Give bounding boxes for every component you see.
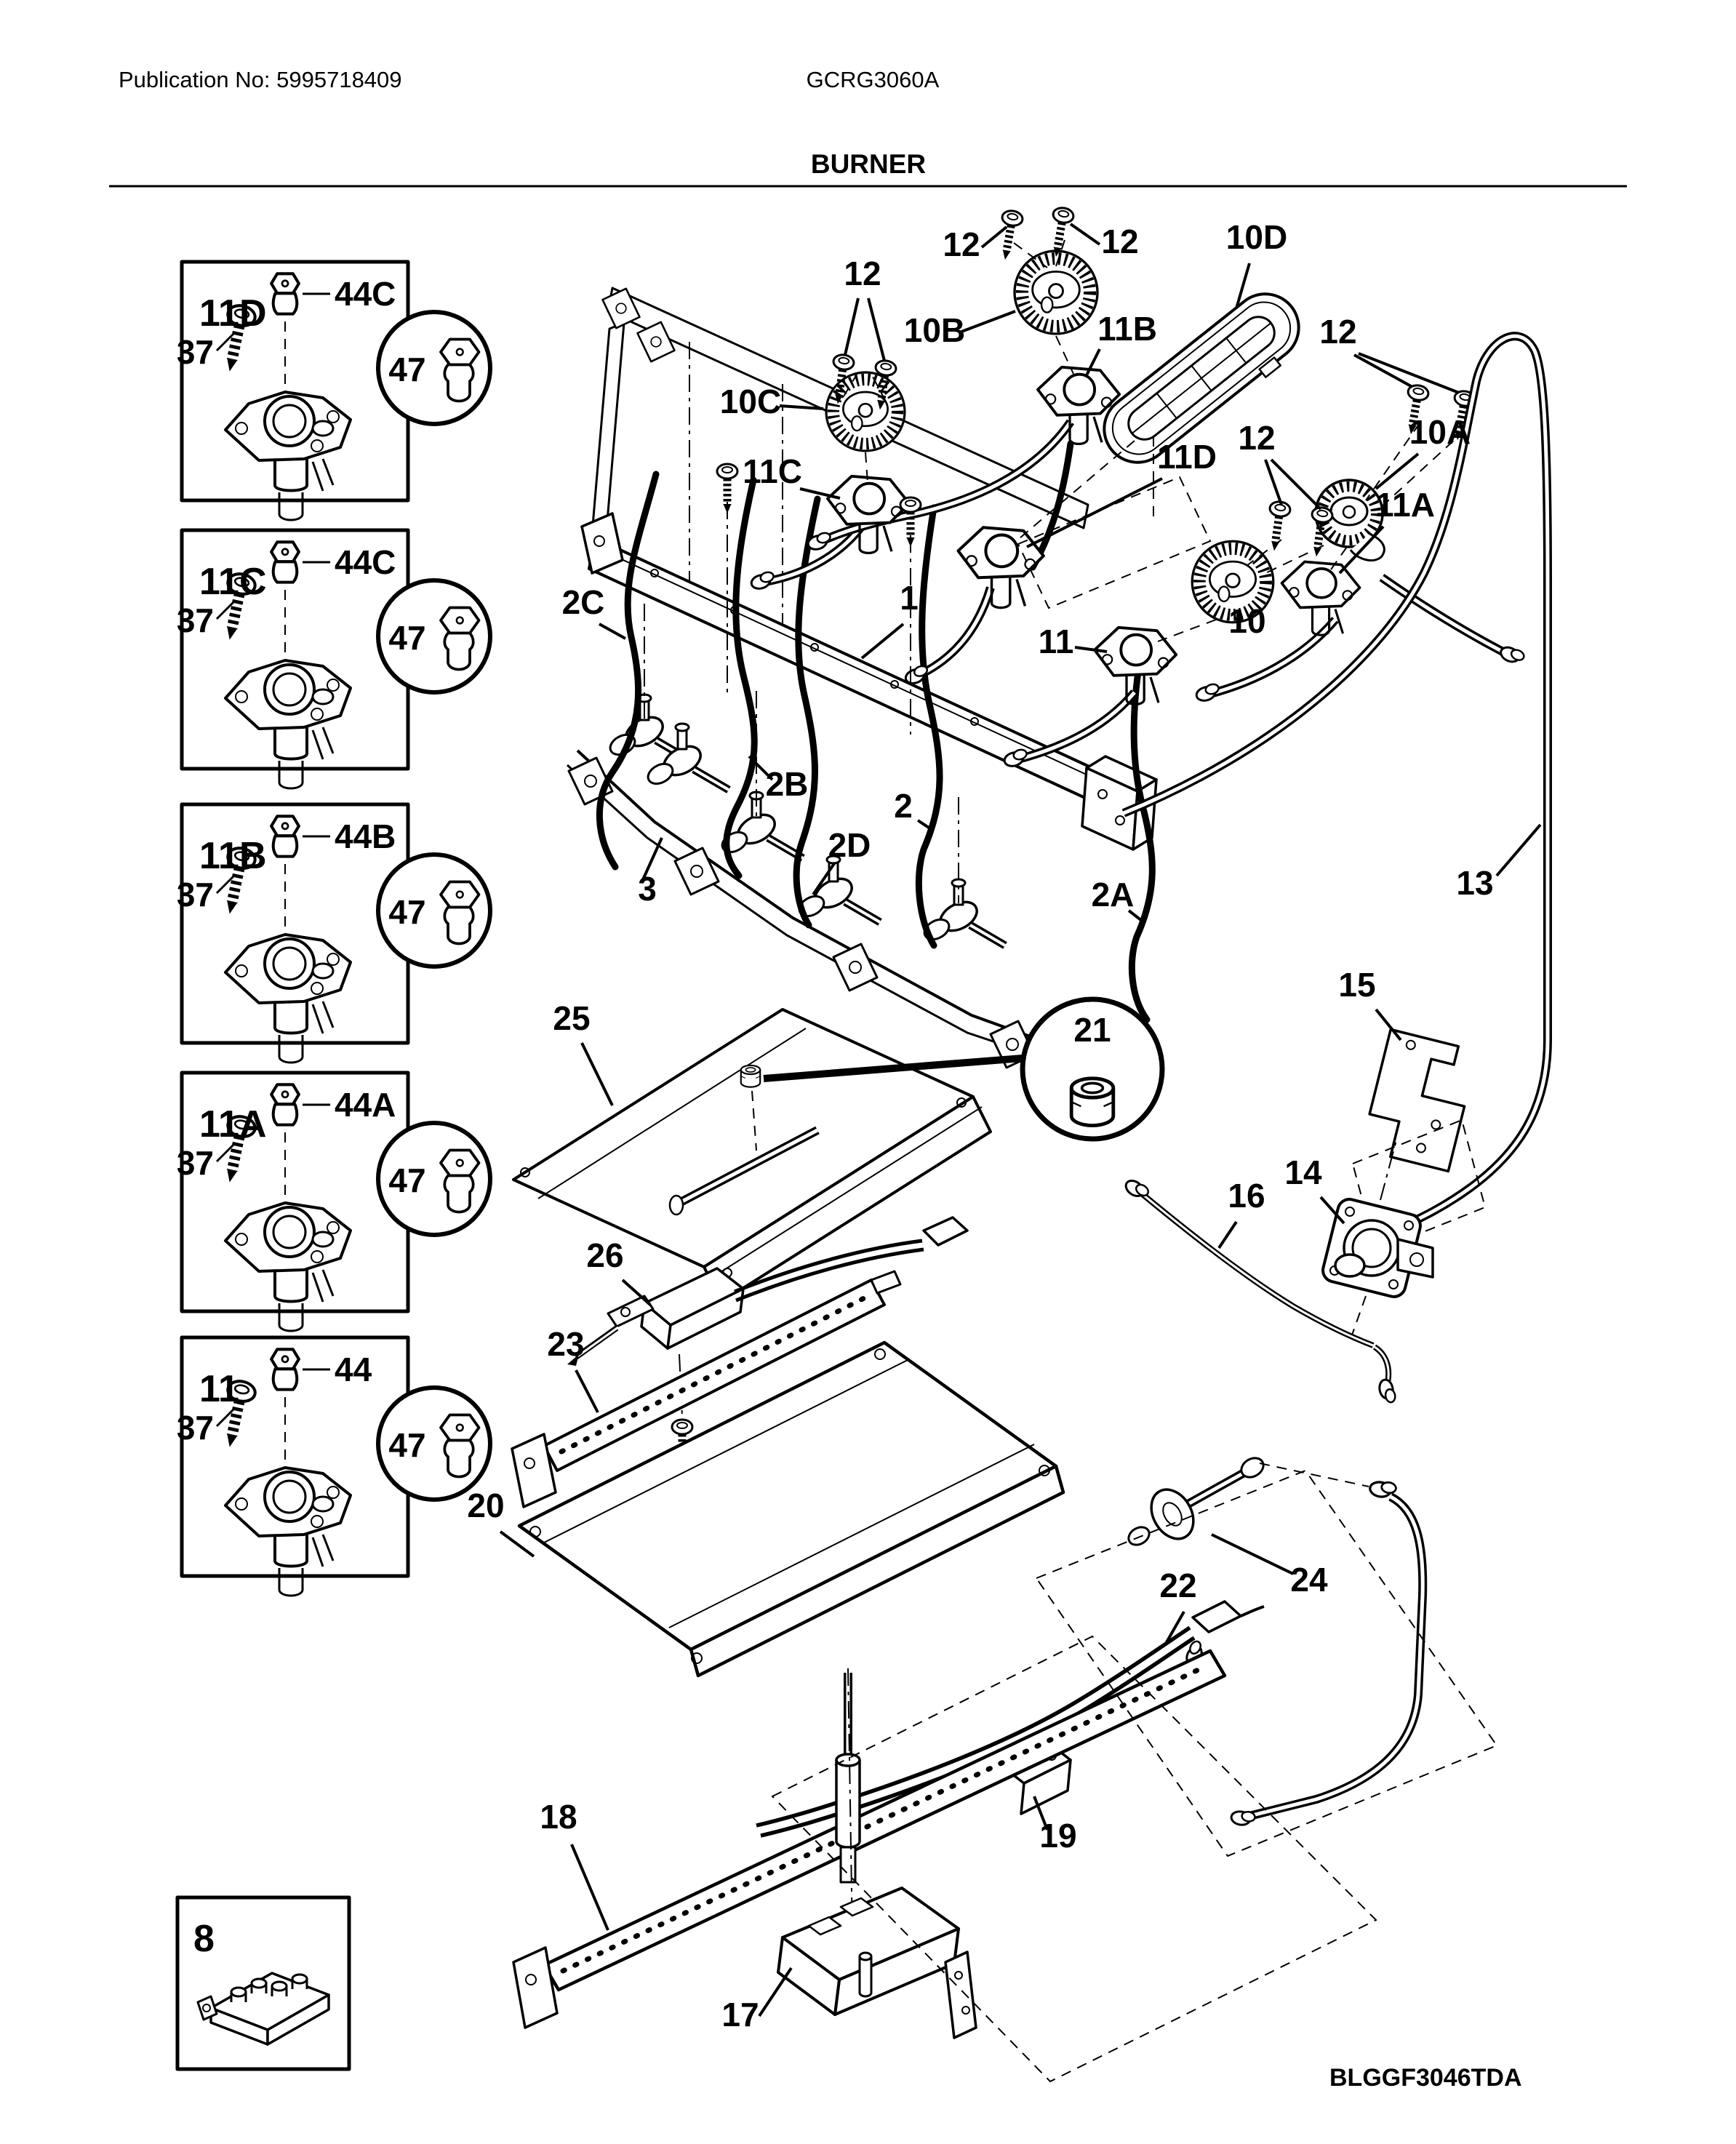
callout-10: 10	[1228, 602, 1265, 640]
callout-37: 37	[177, 1409, 214, 1447]
callout-2a: 2A	[1092, 876, 1135, 913]
leader-lines	[499, 223, 1542, 2017]
gas-valves	[607, 604, 1005, 945]
detail-box-11a: 11A 44A 37 47	[177, 1073, 490, 1331]
callout-14: 14	[1284, 1153, 1322, 1191]
callout-37: 37	[177, 601, 214, 639]
callout-15: 15	[1338, 966, 1375, 1004]
detail-box-label: 11	[199, 1368, 239, 1410]
callout-47: 47	[388, 1426, 425, 1464]
callout-24: 24	[1290, 1561, 1328, 1599]
burner-rail-18	[512, 1649, 1227, 2029]
detail-box-11d: 11D 44C 37 47	[177, 262, 490, 520]
callout-3: 3	[638, 870, 657, 908]
detail-box-11b: 11B 44B 37 47	[177, 804, 490, 1063]
callout-1: 1	[900, 579, 919, 617]
callout-10a: 10A	[1409, 413, 1471, 451]
page-title: BURNER	[811, 149, 926, 179]
callout-labels: 12 12 10D 12 10B 11B 12 10C 10A 11C 11D …	[467, 218, 1493, 2033]
callout-16: 16	[1228, 1177, 1265, 1215]
callout-12: 12	[844, 255, 881, 292]
detail-circle-21	[763, 996, 1165, 1142]
detail-box-11c: 11C 44C 37 47	[177, 530, 490, 788]
diagram-code: BLGGF3046TDA	[1329, 2064, 1522, 2092]
callout-26: 26	[586, 1236, 623, 1274]
callout-37: 37	[177, 876, 214, 913]
callout-44c: 44C	[335, 543, 396, 581]
callout-2c: 2C	[562, 583, 605, 621]
callout-10d: 10D	[1226, 218, 1287, 256]
callout-47: 47	[388, 619, 425, 657]
callout-12: 12	[943, 225, 980, 263]
electrode-module-26	[567, 1216, 969, 1469]
callout-47: 47	[388, 351, 425, 388]
phantom-outlines	[771, 1469, 1498, 2083]
supply-tubes	[748, 419, 1527, 769]
callout-21: 21	[1073, 1011, 1111, 1049]
burner-rail-23	[511, 1270, 902, 1508]
gas-pipe-13	[1121, 332, 1552, 1241]
detail-box-label: 11C	[199, 561, 267, 603]
igniter-24	[1127, 1457, 1428, 1828]
callout-25: 25	[553, 999, 590, 1037]
callout-12: 12	[1101, 223, 1138, 260]
publication-number: Publication No: 5995718409	[119, 67, 402, 92]
bottom-panel-20	[517, 1340, 1065, 1678]
callout-44a: 44A	[335, 1086, 396, 1124]
page-header: Publication No: 5995718409 GCRG3060A BUR…	[109, 67, 1627, 188]
callout-20: 20	[467, 1487, 504, 1524]
callout-13: 13	[1456, 864, 1493, 902]
detail-box-label: 11A	[199, 1103, 267, 1145]
support-bracket	[566, 749, 1041, 1069]
callout-12: 12	[1238, 419, 1275, 457]
pressure-regulator-14	[1319, 1140, 1434, 1342]
callout-23: 23	[547, 1325, 584, 1363]
callout-37: 37	[177, 333, 214, 371]
callout-2d: 2D	[828, 826, 871, 864]
tube-16	[1121, 1175, 1398, 1405]
callout-2: 2	[894, 787, 913, 825]
model-number: GCRG3060A	[807, 67, 940, 92]
burner-head-10b	[1015, 251, 1097, 334]
callout-11d: 11D	[1157, 438, 1217, 476]
detail-box-8: 8	[175, 1895, 351, 2071]
callout-44c: 44C	[335, 275, 396, 313]
assembly-dash-lines	[865, 335, 1348, 642]
callout-19: 19	[1039, 1817, 1076, 1855]
callout-10b: 10B	[904, 311, 965, 349]
detail-box-11: 11 44 37 47	[177, 1337, 490, 1596]
callout-47: 47	[388, 1161, 425, 1199]
mounting-screws	[717, 207, 1476, 735]
callout-44: 44	[335, 1351, 372, 1388]
callout-11c: 11C	[743, 452, 802, 490]
detail-box-label: 11B	[199, 835, 267, 877]
callout-44b: 44B	[335, 817, 396, 855]
bracket-15	[1368, 1028, 1466, 1173]
callout-22: 22	[1159, 1567, 1196, 1604]
callout-11a: 11A	[1375, 486, 1435, 524]
callout-10c: 10C	[720, 383, 781, 420]
callout-11: 11	[1039, 623, 1074, 660]
callout-12: 12	[1319, 313, 1356, 351]
callout-37: 37	[177, 1144, 214, 1182]
valve-assembly-17	[777, 1668, 977, 2039]
detail-box-label: 8	[193, 1918, 215, 1960]
callout-2b: 2B	[766, 765, 809, 803]
detail-box-label: 11D	[199, 292, 267, 335]
callout-11b: 11B	[1097, 310, 1157, 348]
callout-18: 18	[540, 1798, 577, 1836]
burner-head-10c	[826, 372, 905, 451]
callout-17: 17	[721, 1996, 759, 2033]
burner-head-10d	[1103, 292, 1300, 464]
callout-47: 47	[388, 893, 425, 931]
